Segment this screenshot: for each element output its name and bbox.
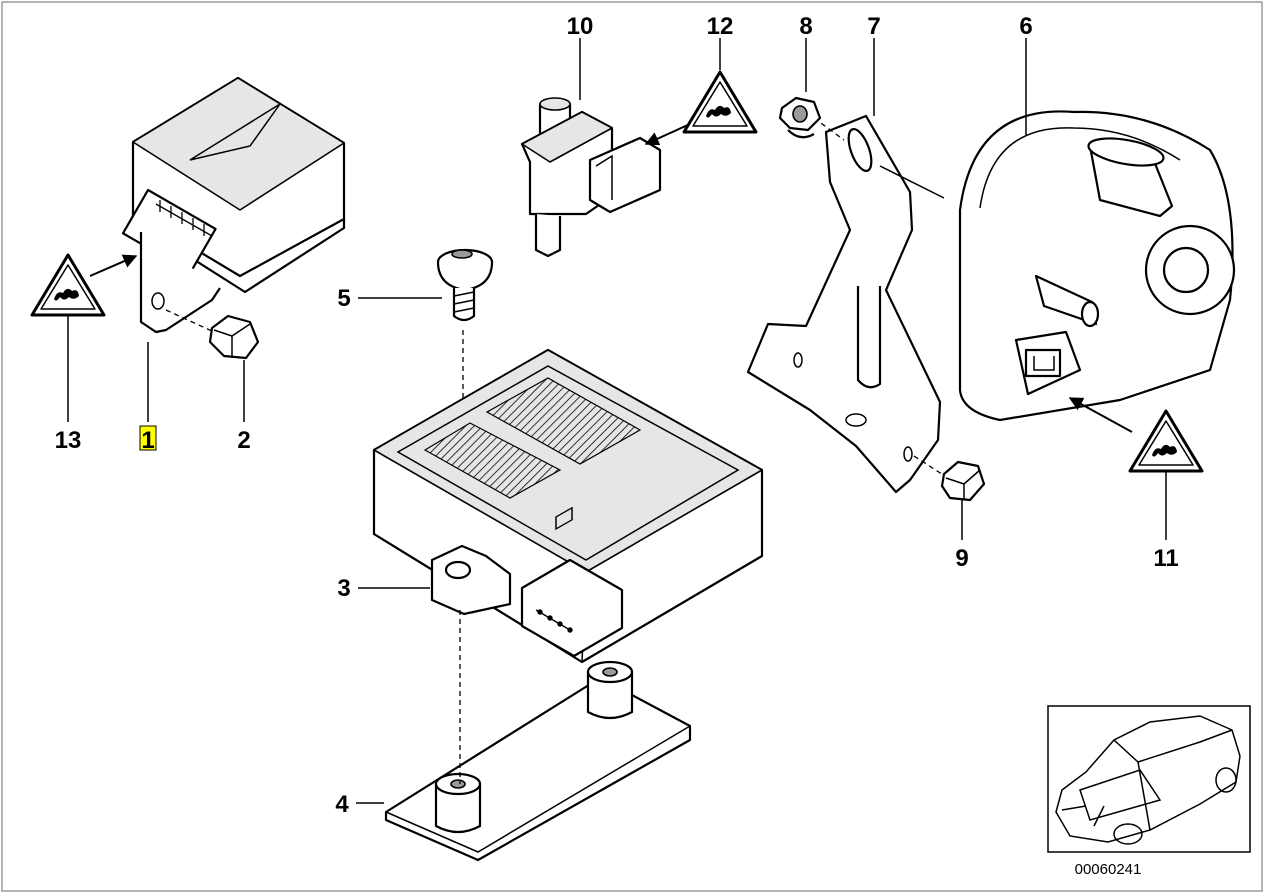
horn (958, 110, 1236, 422)
part-label-11[interactable]: 11 (1153, 545, 1178, 572)
arrow-11 (1068, 397, 1133, 433)
part-label-10[interactable]: 10 (567, 13, 594, 40)
car-thumbnail (1047, 705, 1251, 853)
arrow-13 (89, 254, 138, 277)
flange-nut-top (778, 96, 822, 139)
mounting-plate (384, 660, 692, 862)
part-label-13[interactable]: 13 (55, 427, 82, 454)
push-switch (520, 97, 662, 258)
warning-triangle-icon (682, 70, 758, 134)
part-label-12[interactable]: 12 (707, 13, 734, 40)
control-unit (372, 348, 764, 664)
part-label-8[interactable]: 8 (799, 13, 812, 40)
diagram-id: 00060241 (1075, 861, 1142, 878)
bolt (436, 248, 494, 322)
part-label-5[interactable]: 5 (337, 285, 350, 312)
part-label-9[interactable]: 9 (955, 545, 968, 572)
part-label-7[interactable]: 7 (867, 13, 880, 40)
part-label-1[interactable]: 1 (141, 427, 154, 454)
part-label-2[interactable]: 2 (237, 427, 250, 454)
cap-nut (208, 314, 260, 360)
flange-nut-bottom (940, 460, 986, 502)
part-label-6[interactable]: 6 (1019, 13, 1032, 40)
highlight-box (139, 425, 157, 451)
part-label-3[interactable]: 3 (337, 575, 350, 602)
warning-triangle-icon (1128, 409, 1204, 473)
horn-bracket (746, 114, 942, 494)
relay-module (121, 76, 346, 334)
warning-triangle-icon (30, 253, 106, 317)
arrow-12 (644, 123, 691, 146)
part-label-4[interactable]: 4 (335, 791, 349, 818)
